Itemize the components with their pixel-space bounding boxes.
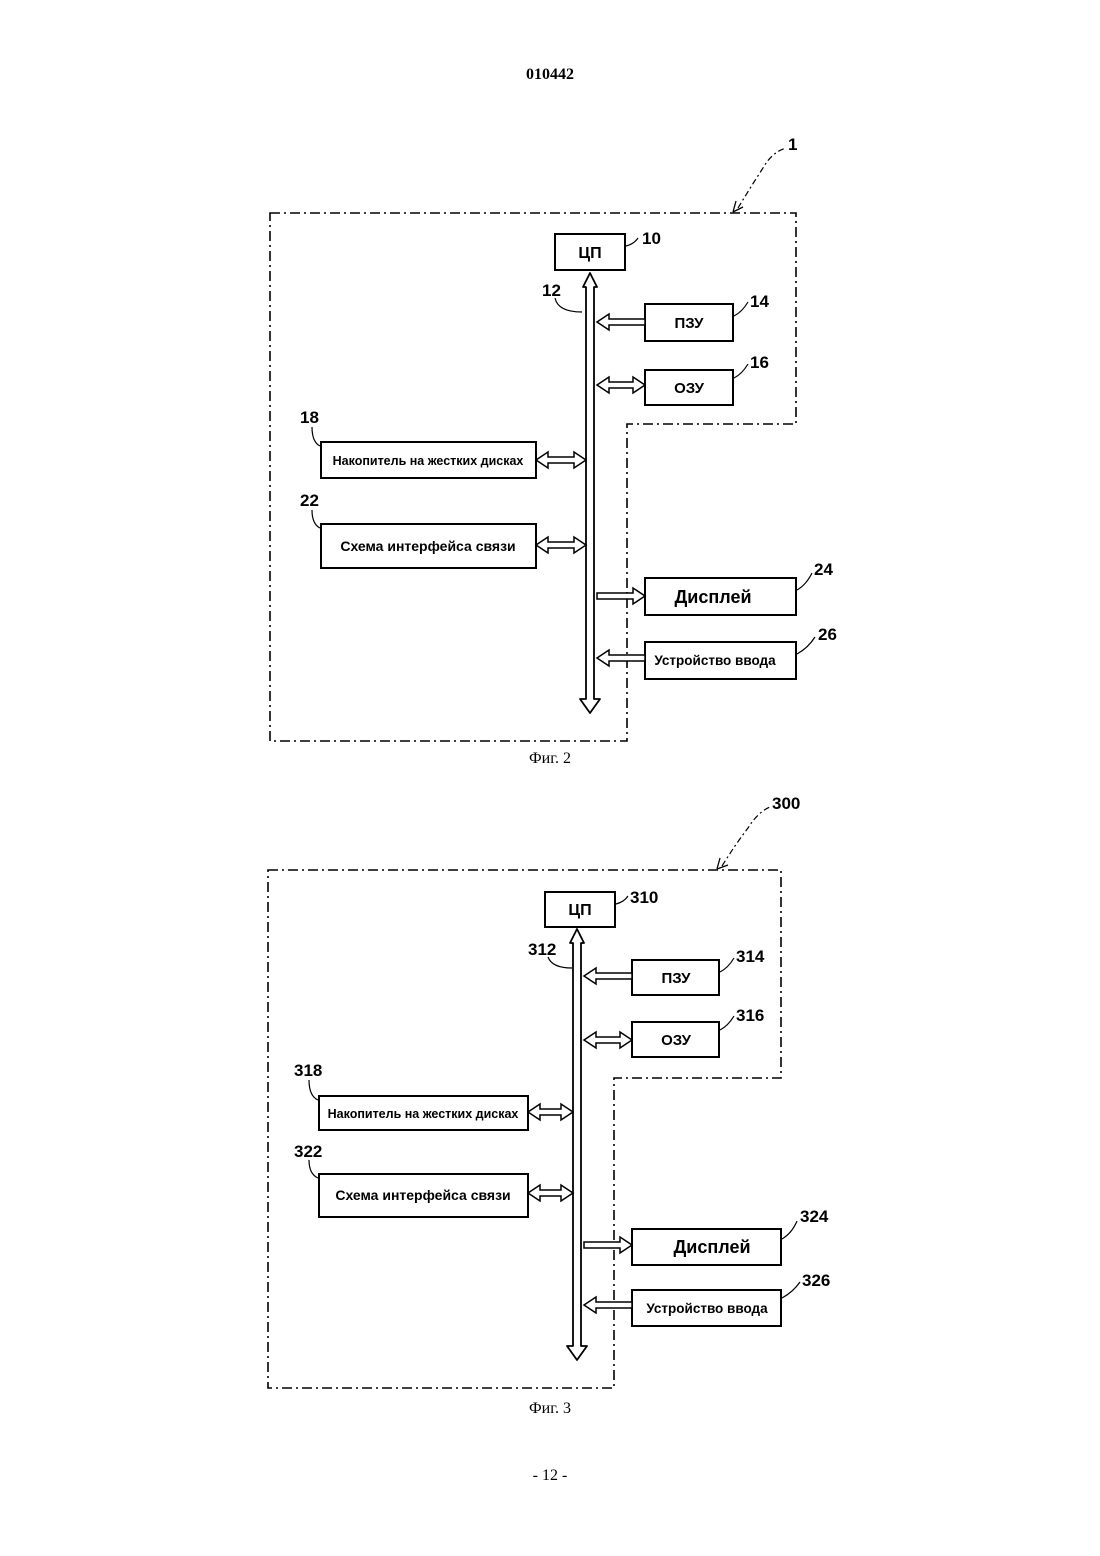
system-ref-leader [738,148,786,208]
ram-bus-arrow [584,1032,632,1048]
cpu-label: ЦП [568,902,591,919]
comm-ref: 22 [300,491,319,510]
system-bus [580,273,600,713]
figure-2-diagram: 1 ЦП 10 12 ПЗУ 14 ОЗУ 16 Накопитель на ж… [0,0,1100,780]
hdd-label: Накопитель на жестких дисках [328,1107,519,1121]
ram-ref: 16 [750,353,769,372]
input-label: Устройство ввода [654,653,776,668]
ram-ref-leader [720,1016,734,1030]
comm-ref-leader [309,1160,318,1178]
input-ref: 26 [818,625,837,644]
figure-2-caption: Фиг. 2 [0,750,1100,768]
hdd-bus-arrow [536,452,586,468]
bus-ref: 312 [528,940,556,959]
comm-bus-arrow [528,1185,573,1201]
system-ref-arrowhead [717,858,728,869]
cpu-ref-leader [616,896,628,904]
cpu-ref-leader [626,238,638,246]
comm-label: Схема интерфейса связи [335,1187,510,1203]
display-ref-leader [797,573,812,590]
system-ref-leader [722,807,770,866]
hdd-ref-leader [312,427,320,446]
ram-bus-arrow [597,377,645,393]
comm-ref-leader [312,510,320,528]
rom-label: ПЗУ [662,970,692,987]
cpu-ref: 10 [642,229,661,248]
input-to-bus-arrow [597,650,645,666]
bus-ref-leader [555,298,582,312]
input-label: Устройство ввода [646,1301,768,1316]
figure-3-caption: Фиг. 3 [0,1400,1100,1418]
hdd-label: Накопитель на жестких дисках [333,454,524,468]
bus-to-display-arrow [597,588,645,604]
rom-ref: 14 [750,292,769,311]
display-ref: 324 [800,1207,829,1226]
display-ref: 24 [814,560,833,579]
hdd-ref: 318 [294,1061,322,1080]
input-ref-leader [782,1282,800,1298]
ram-ref-leader [734,364,748,378]
display-ref-leader [782,1221,797,1239]
hdd-ref-leader [309,1080,318,1100]
bus-ref: 12 [542,281,561,300]
display-label: Дисплей [673,1237,750,1257]
hdd-ref: 18 [300,408,319,427]
rom-to-bus-arrow [584,968,632,984]
cpu-label: ЦП [578,245,601,262]
comm-ref: 322 [294,1142,322,1161]
rom-ref: 314 [736,947,765,966]
ram-label: ОЗУ [661,1032,691,1049]
display-label: Дисплей [674,587,751,607]
comm-bus-arrow [536,537,586,553]
cpu-ref: 310 [630,888,658,907]
page-number: - 12 - [0,1467,1100,1485]
rom-to-bus-arrow [597,314,645,330]
input-ref: 326 [802,1271,830,1290]
figure-3-diagram: 300 ЦП 310 312 ПЗУ 314 ОЗУ 316 Накопител… [0,780,1100,1420]
hdd-bus-arrow [528,1104,573,1120]
input-to-bus-arrow [584,1297,632,1313]
rom-label: ПЗУ [675,315,705,332]
system-ref: 300 [772,794,800,813]
ram-label: ОЗУ [674,380,704,397]
comm-label: Схема интерфейса связи [340,538,515,554]
bus-to-display-arrow [584,1237,632,1253]
rom-ref-leader [734,302,748,316]
ram-ref: 316 [736,1006,764,1025]
rom-ref-leader [720,958,734,972]
system-ref-arrowhead [733,201,743,212]
system-ref: 1 [788,135,797,154]
input-ref-leader [797,637,815,654]
system-bus [567,929,587,1360]
